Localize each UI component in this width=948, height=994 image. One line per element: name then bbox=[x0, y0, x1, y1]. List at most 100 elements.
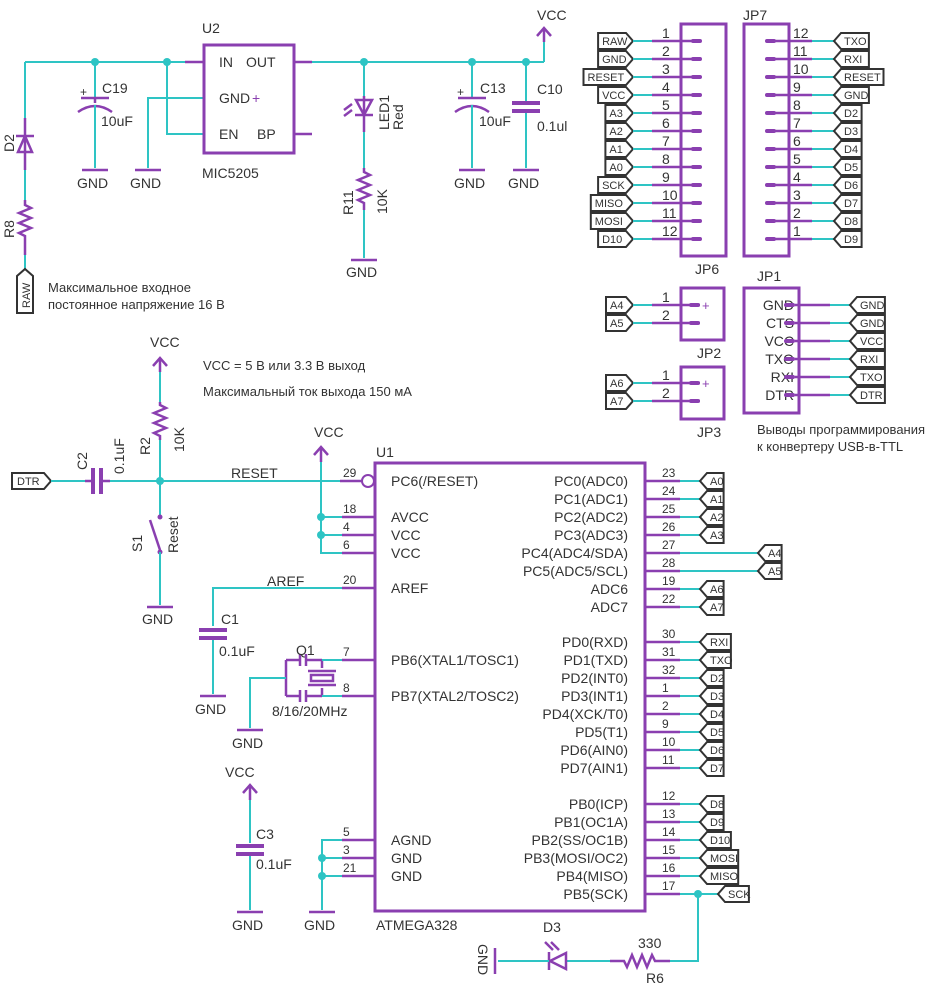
power-section: D2 R8 RAW Максимальное входное постоянно… bbox=[1, 7, 567, 399]
c3-ref: C3 bbox=[256, 826, 274, 842]
net-label-text: TXO bbox=[860, 372, 883, 384]
capacitor-c3-icon bbox=[236, 844, 264, 856]
net-label-text: A7 bbox=[610, 396, 623, 408]
mcu-pin-name: VCC bbox=[391, 527, 421, 543]
mcu-pin-number: 23 bbox=[662, 466, 676, 480]
gnd-label: GND bbox=[304, 917, 335, 933]
r2-value: 10K bbox=[171, 426, 187, 452]
header-jp1: JP1 Выводы программирования к конвертеру… bbox=[742, 268, 925, 454]
net-label-text: A0 bbox=[609, 162, 622, 174]
vcc-arrow-icon bbox=[242, 783, 258, 800]
net-label-text: A3 bbox=[609, 108, 622, 120]
net-label bbox=[698, 867, 740, 885]
net-label bbox=[597, 86, 635, 104]
net-label bbox=[605, 374, 635, 392]
jp6-pin-number: 11 bbox=[662, 205, 677, 221]
net-label bbox=[698, 472, 725, 490]
u2-ref: U2 bbox=[202, 20, 220, 36]
wire-en bbox=[166, 62, 205, 135]
gnd-label: GND bbox=[232, 735, 263, 751]
net-label-text: D9 bbox=[710, 817, 724, 829]
junction bbox=[318, 854, 326, 862]
net-label bbox=[698, 651, 732, 669]
raw-label-text: RAW bbox=[21, 282, 33, 308]
net-label bbox=[582, 68, 635, 86]
net-label-text: D4 bbox=[710, 709, 724, 721]
c10-ref: C10 bbox=[537, 81, 563, 97]
net-label-text: A0 bbox=[710, 476, 723, 488]
mcu-pin-name: VCC bbox=[391, 545, 421, 561]
net-label-text: D5 bbox=[710, 727, 724, 739]
pin-pad-icon bbox=[689, 399, 700, 403]
mcu-pin-name: PD1(TXD) bbox=[563, 652, 628, 668]
mcu-pin-number: 14 bbox=[662, 825, 676, 839]
jp6-pin-number: 12 bbox=[662, 223, 678, 239]
mcu-pin-name: PC5(ADC5/SCL) bbox=[523, 563, 628, 579]
net-label bbox=[698, 598, 725, 616]
mcu-pin-name: PD0(RXD) bbox=[562, 634, 628, 650]
net-label bbox=[698, 813, 725, 831]
net-label-text: D10 bbox=[710, 835, 730, 847]
net-label bbox=[832, 230, 863, 248]
net-label bbox=[848, 296, 886, 314]
net-label bbox=[832, 158, 863, 176]
jp7-pin-number: 1 bbox=[793, 223, 801, 239]
net-label-text: A1 bbox=[710, 494, 723, 506]
net-label-text: A1 bbox=[609, 144, 622, 156]
net-label bbox=[698, 795, 725, 813]
jp6-pin-number: 1 bbox=[662, 25, 670, 41]
header-jp6: JP6 bbox=[679, 22, 728, 277]
mcu-pin-number: 4 bbox=[343, 520, 350, 534]
gnd-label: GND bbox=[130, 175, 161, 191]
net-label-text: D8 bbox=[844, 216, 858, 228]
jp6-pin-number: 6 bbox=[662, 115, 670, 131]
u2-pin-en: EN bbox=[219, 126, 238, 142]
resistor-r8-icon bbox=[15, 200, 35, 255]
mcu-pin-number: 9 bbox=[662, 717, 669, 731]
regulator-u2 bbox=[202, 43, 296, 155]
net-label bbox=[848, 368, 886, 386]
mcu-pin-number: 17 bbox=[662, 879, 676, 893]
pin-number: 1 bbox=[662, 367, 670, 383]
net-label-text: RXI bbox=[860, 354, 878, 366]
polarity-plus-icon: + bbox=[702, 298, 710, 313]
u2-pin-in: IN bbox=[219, 54, 233, 70]
mcu-pin-name: PD5(T1) bbox=[575, 724, 628, 740]
net-label-text: A7 bbox=[710, 602, 723, 614]
c13-value: 10uF bbox=[479, 113, 511, 129]
net-label bbox=[597, 176, 635, 194]
r8-label: R8 bbox=[1, 220, 17, 238]
net-label-text: D3 bbox=[710, 691, 724, 703]
net-label bbox=[605, 296, 635, 314]
mcu-pin-name: GND bbox=[391, 850, 422, 866]
gnd-label: GND bbox=[142, 611, 173, 627]
jp1-pin-name: TXO bbox=[765, 351, 794, 367]
pin-pad-icon bbox=[689, 303, 700, 307]
c2-ref: C2 bbox=[74, 452, 90, 470]
wire-gnd bbox=[321, 839, 342, 910]
net-label bbox=[698, 508, 725, 526]
net-label-text: A6 bbox=[710, 584, 723, 596]
mcu-pin-number: 21 bbox=[343, 861, 357, 875]
mcu-pin-number: 6 bbox=[343, 538, 350, 552]
net-label-text: D2 bbox=[710, 673, 724, 685]
net-label bbox=[698, 526, 725, 544]
jp1-ref: JP1 bbox=[757, 268, 781, 284]
net-label-text: RESET bbox=[588, 72, 625, 84]
polarity-plus-icon: + bbox=[702, 376, 710, 391]
s1-ref: S1 bbox=[129, 535, 145, 552]
pin-pad-icon bbox=[784, 393, 795, 397]
mcu-pin-number: 29 bbox=[343, 466, 357, 480]
net-label bbox=[832, 104, 863, 122]
u2-pin-gnd: GND bbox=[219, 90, 250, 106]
aref-net-label: AREF bbox=[267, 573, 304, 589]
net-label-text: SCK bbox=[728, 889, 751, 901]
c1-value: 0.1uF bbox=[219, 643, 255, 659]
net-label bbox=[848, 314, 886, 332]
gnd-label: GND bbox=[475, 944, 491, 975]
r11-value: 10K bbox=[374, 188, 390, 214]
pin-pad-icon bbox=[784, 339, 795, 343]
s1-value: Reset bbox=[165, 516, 181, 553]
r2-ref: R2 bbox=[137, 437, 153, 455]
